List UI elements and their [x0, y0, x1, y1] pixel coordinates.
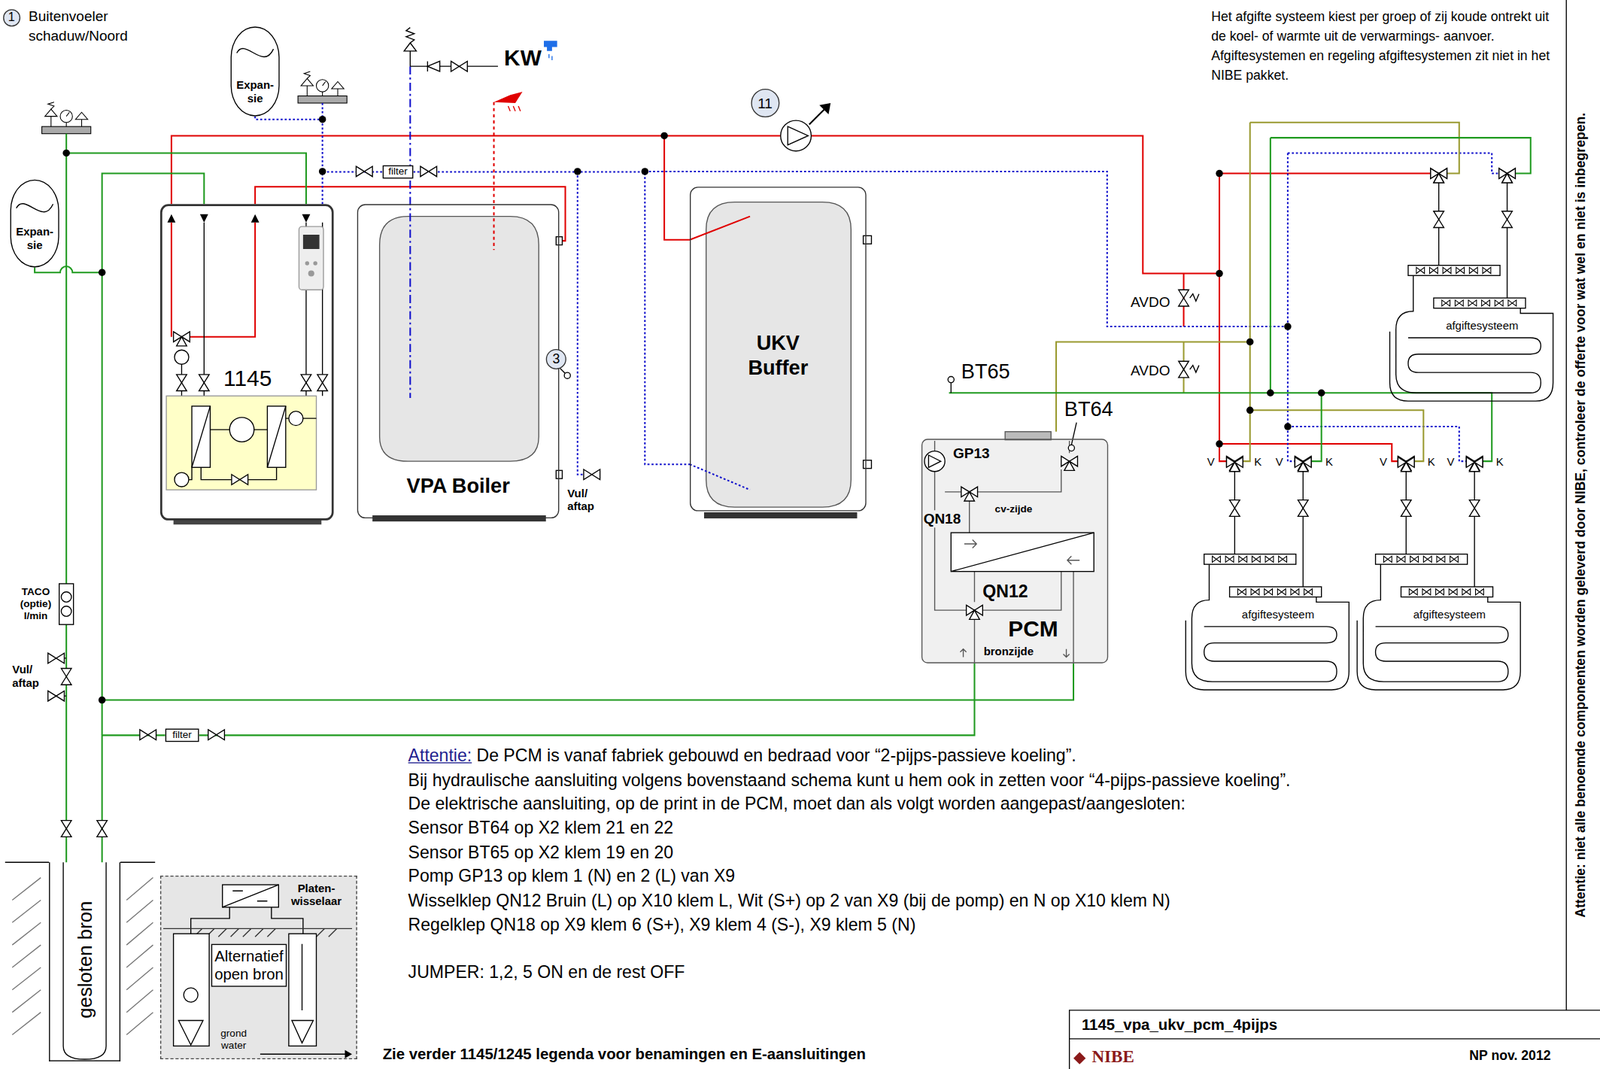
callout-number: 11 [750, 88, 780, 118]
valve-label: AVDO [1130, 294, 1170, 312]
node-label: VPA Boiler [406, 473, 511, 498]
side-label: cv-zijde [995, 503, 1033, 516]
note-line: Bij hydraulische aansluiting volgens bov… [408, 770, 1291, 792]
valve-label: AVDO [1130, 362, 1170, 380]
note-line: De elektrische aansluiting, op de print … [408, 793, 1186, 815]
node-label: gesloten bron [74, 900, 98, 1018]
closed-borehole: gesloten bron [48, 862, 121, 1062]
sensor-label: BT64 [1064, 397, 1114, 423]
port-label: K [1496, 455, 1504, 469]
node-label: UKV Buffer [727, 330, 830, 380]
filter-box: filter [382, 165, 414, 180]
port-label: K [1253, 455, 1262, 469]
drain-valve-label: Vul/ aftap [12, 663, 45, 691]
expansion-vessel: Expan- sie [10, 179, 60, 268]
filter-box: filter [165, 728, 200, 743]
boiler-vessel: VPA Boiler [357, 203, 560, 519]
node-label: Expan- sie [12, 225, 58, 253]
brand-logo: NIBE [1091, 1047, 1134, 1069]
cold-water-label: KW [503, 45, 542, 73]
note-line: Sensor BT64 op X2 klem 21 en 22 [408, 818, 675, 840]
node-label: bronzijde [983, 644, 1034, 659]
note-line: De PCM is vanaf fabriek gebouwd en bedra… [476, 746, 1076, 768]
node-label: 1145 [223, 365, 272, 393]
exchanger-label: Platen- wisselaar [283, 881, 350, 909]
emitter-label: afgiftesysteem [1239, 607, 1334, 623]
emitter-label: afgiftesysteem [1443, 319, 1538, 335]
port-label: V [1275, 455, 1284, 469]
sensor-label: BT65 [961, 358, 1011, 384]
node-label: Alternatief open bron [211, 944, 287, 987]
drain-valve-label: Vul/ aftap [567, 486, 602, 514]
port-label: V [1379, 455, 1388, 469]
valve-label: QN18 [923, 510, 962, 528]
title-block: 1145_vpa_ukv_pcm_4pijpsNIBE NP nov. 2012 [1069, 1010, 1600, 1069]
valve-label: QN12 [982, 581, 1028, 603]
callout-number: 1 [8, 10, 16, 26]
node-label: 11 [757, 94, 773, 113]
flow-meter-label: TACO (optie) l/min [14, 585, 58, 623]
port-label: K [1427, 455, 1436, 469]
reference-note: Zie verder 1145/1245 legenda voor benami… [382, 1044, 866, 1063]
note-line: Wisselklep QN12 Bruin (L) op X10 klem L,… [408, 890, 1171, 912]
groundwater-label: grond water [214, 1027, 254, 1053]
pipe-connector [102, 734, 166, 863]
callout-number: 1Buitenvoeler schaduw/Noord [3, 9, 21, 27]
note-line: Sensor BT65 op X2 klem 19 en 20 [408, 842, 675, 864]
emitter-label: afgiftesysteem [1411, 607, 1506, 623]
node-label: filter [388, 165, 408, 178]
node-label: afgiftesysteem [1413, 607, 1486, 622]
port-label: V [1207, 455, 1215, 469]
attention-heading: Attentie: [408, 746, 473, 768]
node-label: filter [172, 728, 192, 741]
note-text: Het afgifte systeem kiest per groep of z… [1211, 8, 1564, 86]
pcm-module: PCMbronzijde [921, 438, 1109, 663]
buffer-vessel: UKV Buffer [689, 186, 867, 511]
note-line: Pomp GP13 op klem 1 (N) en 2 (L) van X9 [408, 866, 736, 888]
note-line: JUMPER: 1,2, 5 ON en de rest OFF [408, 962, 686, 984]
node-label: Expan- sie [232, 78, 278, 106]
vertical-warning: Attentie: niet alle benoemde componenten… [1572, 112, 1589, 918]
node-label: afgiftesysteem [1445, 319, 1519, 334]
expansion-vessel: Expan- sie [230, 26, 280, 116]
pipe-connector [322, 172, 383, 205]
sensor-caption: Buitenvoeler schaduw/Noord [28, 6, 157, 46]
callout-number: 3 [546, 349, 567, 370]
port-label: K [1325, 455, 1333, 469]
pump-label: GP13 [953, 444, 990, 462]
node-label: 3 [552, 351, 561, 368]
revision-date: NP nov. 2012 [1469, 1047, 1551, 1064]
node-label: PCM [1007, 616, 1058, 644]
drawing-number: 1145_vpa_ukv_pcm_4pijps [1081, 1015, 1278, 1034]
node-label: afgiftesysteem [1241, 607, 1315, 622]
port-label: V [1447, 455, 1455, 469]
note-line: Regelklep QN18 op X9 klem 6 (S+), X9 kle… [408, 915, 917, 937]
heat-pump-unit: 1145 [160, 203, 334, 521]
